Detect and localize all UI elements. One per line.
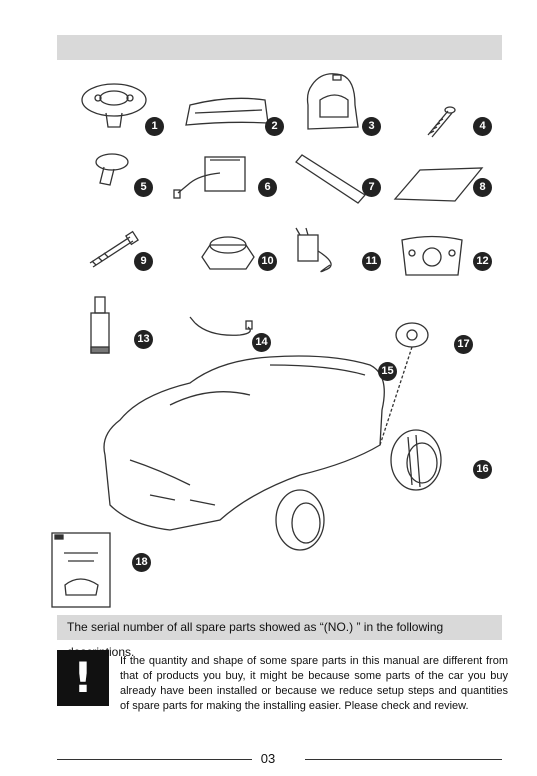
- part-number-badge: 2: [265, 117, 284, 136]
- parts-illustration: [51, 73, 484, 608]
- part-number-badge: 16: [473, 460, 492, 479]
- part-number-badge: 13: [134, 330, 153, 349]
- part-number-badge: 10: [258, 252, 277, 271]
- bolt-icon: [89, 230, 139, 268]
- notice-text: If the quantity and shape of some spare …: [120, 655, 508, 712]
- manual-booklet-icon: [51, 532, 111, 608]
- footer-rule-right: [305, 759, 502, 760]
- steering-wheel-icon: [401, 235, 463, 276]
- part-number-badge: 14: [252, 333, 271, 352]
- part-number-badge: 1: [145, 117, 164, 136]
- part-number-badge: 7: [362, 178, 381, 197]
- part-number-badge: 9: [134, 252, 153, 271]
- part-number-badge: 12: [473, 252, 492, 271]
- windshield-icon: [185, 97, 269, 126]
- part-number-badge: 5: [134, 178, 153, 197]
- steering-wheel-base-icon: [81, 83, 147, 128]
- part-number-badge: 3: [362, 117, 381, 136]
- lubricant-tube-icon: [90, 296, 110, 354]
- seat-icon: [306, 73, 359, 130]
- wheel-cap-icon: [379, 322, 429, 446]
- cable-icon: [189, 316, 253, 336]
- warning-icon: !: [57, 650, 109, 706]
- hex-nut-cap-icon: [201, 236, 255, 270]
- page-number: 03: [260, 751, 276, 766]
- wheel-icon: [390, 429, 442, 491]
- part-number-badge: 8: [473, 178, 492, 197]
- part-number-badge: 4: [473, 117, 492, 136]
- header-bar: [57, 35, 502, 60]
- footer-rule-left: [57, 759, 252, 760]
- caption-bar: The serial number of all spare parts sho…: [57, 615, 502, 659]
- part-number-badge: 6: [258, 178, 277, 197]
- wiring-harness-icon: [173, 156, 246, 199]
- car-body-icon: [103, 355, 385, 531]
- wheel-icon: [275, 489, 325, 551]
- screw-icon: [427, 106, 456, 138]
- rod-icon: [295, 154, 366, 204]
- plate-icon: [393, 167, 484, 202]
- steering-mount-icon: [95, 153, 129, 186]
- part-number-badge: 11: [362, 252, 381, 271]
- part-number-badge: 18: [132, 553, 151, 572]
- part-number-badge: 17: [454, 335, 473, 354]
- charger-icon: [295, 227, 332, 273]
- part-number-badge: 15: [378, 362, 397, 381]
